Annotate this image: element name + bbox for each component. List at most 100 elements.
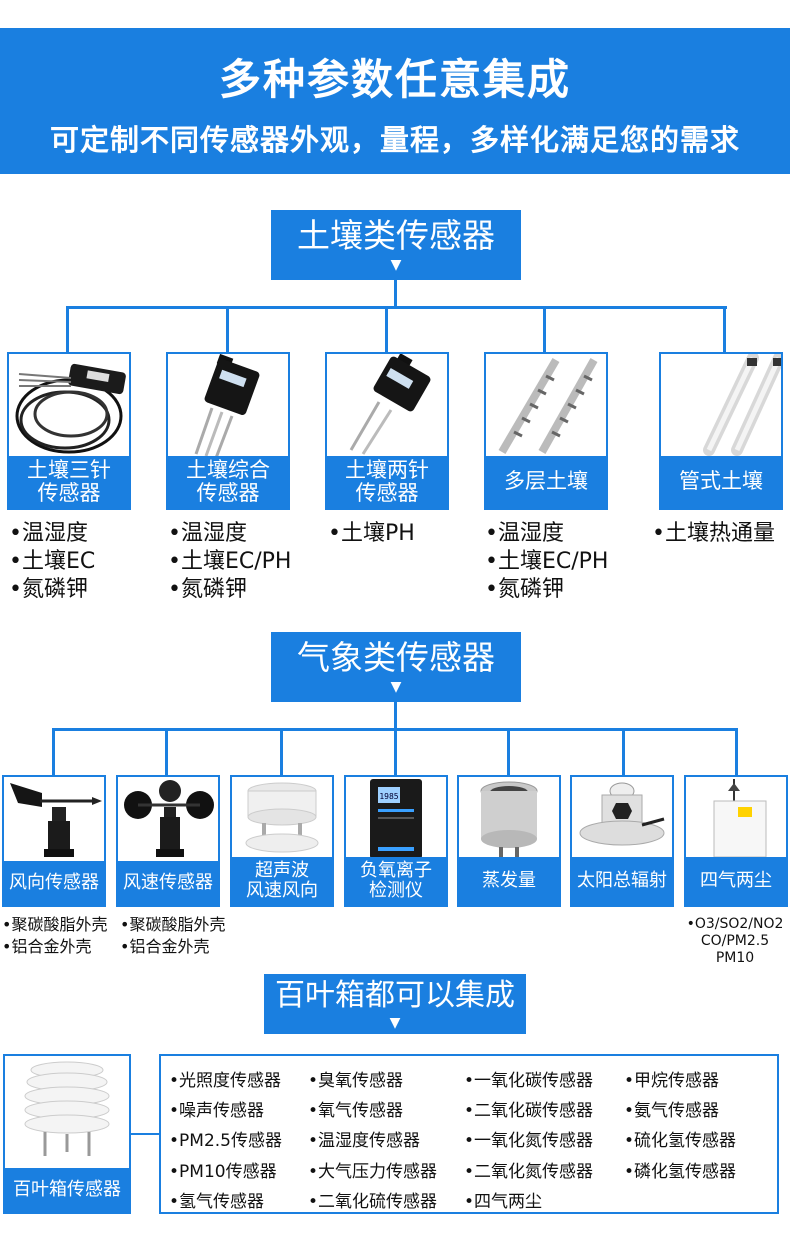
connector-line: [52, 728, 55, 775]
down-arrow-icon: ▼: [390, 256, 402, 273]
list-item: •一氧化碳传感器: [464, 1071, 594, 1091]
down-arrow-icon: ▼: [389, 1015, 401, 1031]
multi-layer-soil-image: [486, 354, 606, 458]
card-caption: 管式土壤: [661, 456, 781, 508]
feature-item: •温湿度: [485, 521, 564, 546]
list-item: •PM10传感器: [169, 1162, 277, 1182]
connector-line: [165, 728, 168, 775]
soil-two-pin-card[interactable]: 土壤两针 传感器: [325, 352, 449, 510]
connector-line: [507, 728, 510, 775]
multi-layer-soil-features: •温湿度 •土壤EC/PH •氮磷钾: [485, 520, 608, 604]
list-item: •二氧化硫传感器: [308, 1192, 438, 1212]
feature-item: •氮磷钾: [9, 577, 88, 602]
weather-title-text: 气象类传感器: [297, 638, 495, 677]
feature-item: •聚碳酸脂外壳: [2, 915, 108, 934]
soil-two-pin-image: [327, 353, 447, 458]
connector-line: [723, 306, 726, 352]
tube-soil-image: [661, 352, 785, 458]
soil-three-pin-image: [9, 354, 129, 458]
wind-direction-card[interactable]: 风向传感器: [2, 775, 106, 907]
connector-line: [280, 728, 283, 775]
card-caption: 蒸发量: [459, 857, 559, 905]
louver-title-text: 百叶箱都可以集成: [275, 978, 515, 1013]
feature-item: CO/PM2.5: [700, 933, 770, 949]
connector-line: [131, 1133, 159, 1135]
ultrasonic-wind-card[interactable]: 超声波 风速风向: [230, 775, 334, 907]
feature-item: •土壤EC/PH: [485, 549, 609, 574]
soil-integrated-features: •温湿度 •土壤EC/PH •氮磷钾: [168, 520, 291, 604]
banner-title: 多种参数任意集成: [218, 55, 571, 104]
feature-item: •土壤PH: [328, 521, 415, 546]
feature-item: •O3/SO2/NO2: [686, 916, 784, 932]
feature-item: PM10: [715, 950, 755, 966]
weather-section-title: 气象类传感器 ▼: [271, 632, 521, 702]
soil-three-pin-card[interactable]: 土壤三针 传感器: [7, 352, 131, 510]
four-gas-two-dust-features: •O3/SO2/NO2 CO/PM2.5 PM10: [680, 916, 790, 967]
connector-line: [394, 280, 397, 308]
card-caption: 土壤两针 传感器: [327, 456, 447, 508]
multi-layer-soil-card[interactable]: 多层土壤: [484, 352, 608, 510]
wind-speed-card[interactable]: 风速传感器: [116, 775, 220, 907]
negative-ion-image: 1985: [346, 777, 446, 861]
connector-line: [226, 306, 229, 352]
soil-integrated-card[interactable]: 土壤综合 传感器: [166, 352, 290, 510]
louver-section-title: 百叶箱都可以集成 ▼: [264, 974, 526, 1034]
card-caption: 风速传感器: [118, 861, 218, 905]
card-caption: 土壤三针 传感器: [9, 456, 129, 508]
feature-item: •铝合金外壳: [2, 937, 92, 956]
connector-line: [66, 306, 69, 352]
feature-item: •铝合金外壳: [120, 937, 210, 956]
list-item: •温湿度传感器: [308, 1131, 421, 1151]
feature-item: •土壤EC: [9, 549, 96, 574]
down-arrow-icon: ▼: [390, 678, 402, 695]
header-banner: 多种参数任意集成 可定制不同传感器外观，量程，多样化满足您的需求: [0, 28, 790, 174]
feature-item: •温湿度: [168, 521, 247, 546]
list-item: •一氧化氮传感器: [464, 1131, 594, 1151]
louver-box-card[interactable]: 百叶箱传感器: [3, 1054, 131, 1214]
wind-speed-image: [118, 777, 218, 865]
card-caption: 负氧离子 检测仪: [346, 857, 446, 905]
connector-line: [622, 728, 625, 775]
list-item: •二氧化氮传感器: [464, 1162, 594, 1182]
card-caption: 土壤综合 传感器: [168, 456, 288, 508]
list-item: •硫化氢传感器: [624, 1131, 737, 1151]
feature-item: •土壤热通量: [652, 521, 775, 546]
connector-line: [735, 728, 738, 775]
connector-line: [394, 728, 397, 775]
soil-two-pin-features: •土壤PH: [328, 520, 415, 548]
list-item: •甲烷传感器: [624, 1071, 720, 1091]
feature-item: •氮磷钾: [168, 577, 247, 602]
list-item: •四气两尘: [464, 1192, 543, 1212]
feature-item: •聚碳酸脂外壳: [120, 915, 226, 934]
solar-radiation-card[interactable]: 太阳总辐射: [570, 775, 674, 907]
card-caption: 百叶箱传感器: [5, 1168, 129, 1212]
tube-soil-card[interactable]: 管式土壤: [659, 352, 785, 510]
list-item: •氢气传感器: [169, 1192, 265, 1212]
louver-box-image: [5, 1056, 129, 1168]
soil-integrated-image: [168, 353, 288, 459]
evaporation-card[interactable]: 蒸发量: [457, 775, 561, 907]
wind-direction-features: •聚碳酸脂外壳 •铝合金外壳: [2, 914, 107, 958]
negative-ion-card[interactable]: 1985 负氧离子 检测仪: [344, 775, 448, 907]
tube-soil-features: •土壤热通量: [652, 520, 775, 548]
integrable-sensors-list: •光照度传感器 •臭氧传感器 •一氧化碳传感器 •甲烷传感器 •噪声传感器 •氧…: [159, 1054, 779, 1214]
list-item: •PM2.5传感器: [169, 1131, 282, 1151]
list-item: •大气压力传感器: [308, 1162, 438, 1182]
list-item: •光照度传感器: [169, 1071, 282, 1091]
card-caption: 超声波 风速风向: [232, 857, 332, 905]
card-caption: 风向传感器: [4, 861, 104, 905]
connector-line: [385, 306, 388, 352]
card-caption: 四气两尘: [686, 857, 786, 905]
list-item: •二氧化碳传感器: [464, 1101, 594, 1121]
list-item: •氧气传感器: [308, 1101, 404, 1121]
wind-direction-image: [4, 777, 104, 865]
ultrasonic-wind-image: [232, 777, 332, 861]
connector-line: [543, 306, 546, 352]
connector-line: [394, 702, 397, 730]
four-gas-two-dust-card[interactable]: 四气两尘: [684, 775, 788, 907]
feature-item: •氮磷钾: [485, 577, 564, 602]
card-caption: 太阳总辐射: [572, 857, 672, 905]
list-item: •磷化氢传感器: [624, 1162, 737, 1182]
solar-radiation-image: [572, 777, 672, 861]
feature-item: •温湿度: [9, 521, 88, 546]
